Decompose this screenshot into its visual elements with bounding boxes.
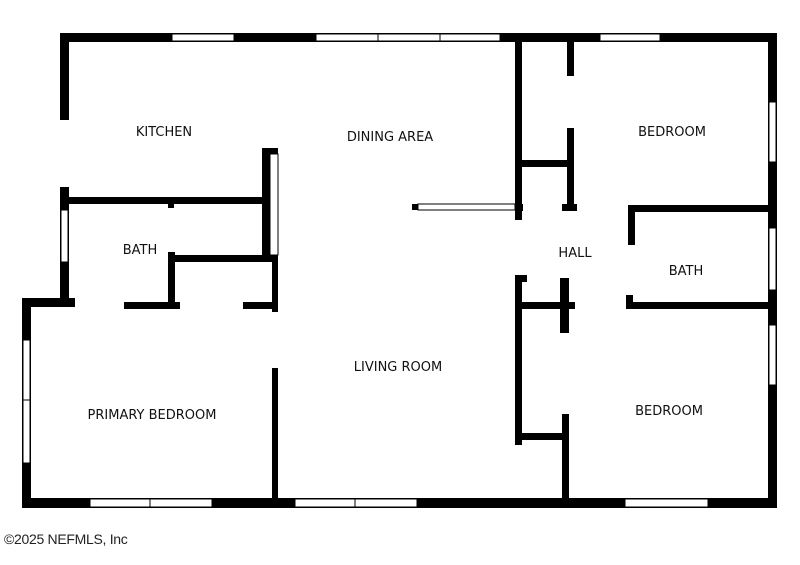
room-label-bedroom-bottom: BEDROOM [635,404,703,419]
copyright-text: ©2025 NEFMLS, Inc [4,531,128,547]
room-label-bath-left: BATH [123,243,158,258]
room-label-bedroom-top: BEDROOM [638,125,706,140]
walls [22,33,777,508]
room-label-dining-area: DINING AREA [347,130,433,145]
room-label-hall: HALL [558,246,592,261]
room-label-living-room: LIVING ROOM [354,360,442,375]
room-label-primary-bedroom: PRIMARY BEDROOM [88,408,217,423]
room-label-kitchen: KITCHEN [136,125,192,140]
windows [22,33,777,508]
room-label-bath-right: BATH [669,264,704,279]
room-labels: KITCHEN DINING AREA BEDROOM BATH HALL BA… [88,125,706,423]
